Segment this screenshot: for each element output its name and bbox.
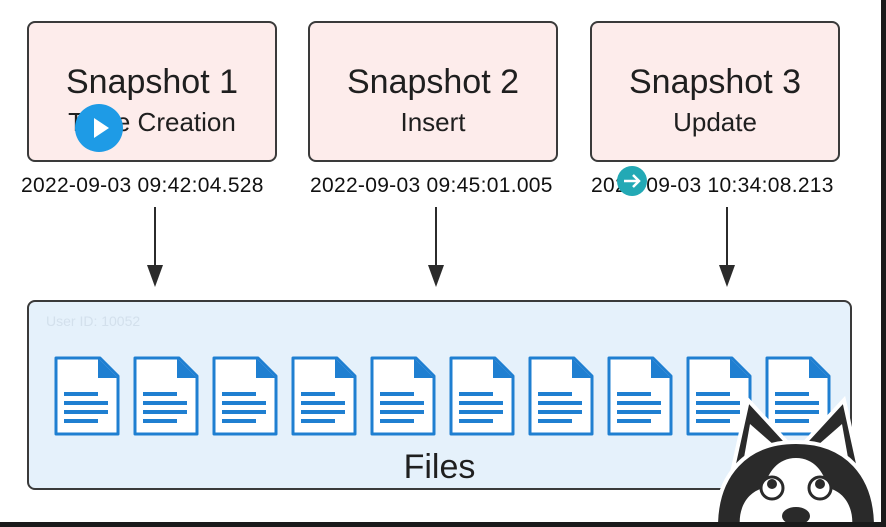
snapshot-3-title: Snapshot 3 [628, 63, 802, 101]
snapshot-1-subtitle: Table Creation [68, 107, 236, 137]
play-button[interactable] [75, 104, 123, 152]
user-id-label: User ID: 10052 [46, 313, 141, 329]
snapshot-3-box: Snapshot 3 Update [590, 21, 840, 162]
snapshot-2-box: Snapshot 2 Insert [308, 21, 558, 162]
snapshot-3-arrow [719, 207, 735, 287]
document-icon [54, 356, 120, 436]
arrow-right-icon [624, 174, 641, 188]
snapshot-1-timestamp: 2022-09-03 09:42:04.528 [21, 174, 264, 197]
document-icon [607, 356, 673, 436]
document-icon [528, 356, 594, 436]
snapshot-1-box: Snapshot 1 Table Creation [27, 21, 277, 162]
document-icon [449, 356, 515, 436]
next-slide-button[interactable] [617, 166, 647, 196]
husky-mascot [714, 395, 878, 522]
files-panel: User ID: 10052 Files [27, 300, 852, 490]
files-label: Files [403, 448, 476, 486]
document-icon [291, 356, 357, 436]
snapshot-2-arrow [428, 207, 444, 287]
document-icon [133, 356, 199, 436]
document-icon [370, 356, 436, 436]
snapshot-2-title: Snapshot 2 [346, 63, 520, 101]
snapshot-2-timestamp: 2022-09-03 09:45:01.005 [310, 174, 553, 197]
play-icon [94, 118, 109, 138]
snapshot-2-subtitle: Insert [400, 107, 466, 137]
snapshot-1-arrow [147, 207, 163, 287]
document-icon [212, 356, 278, 436]
snapshot-3-timestamp: 2022-09-03 10:34:08.213 [591, 174, 834, 197]
snapshot-1-title: Snapshot 1 [65, 63, 239, 101]
snapshot-3-subtitle: Update [673, 107, 757, 137]
